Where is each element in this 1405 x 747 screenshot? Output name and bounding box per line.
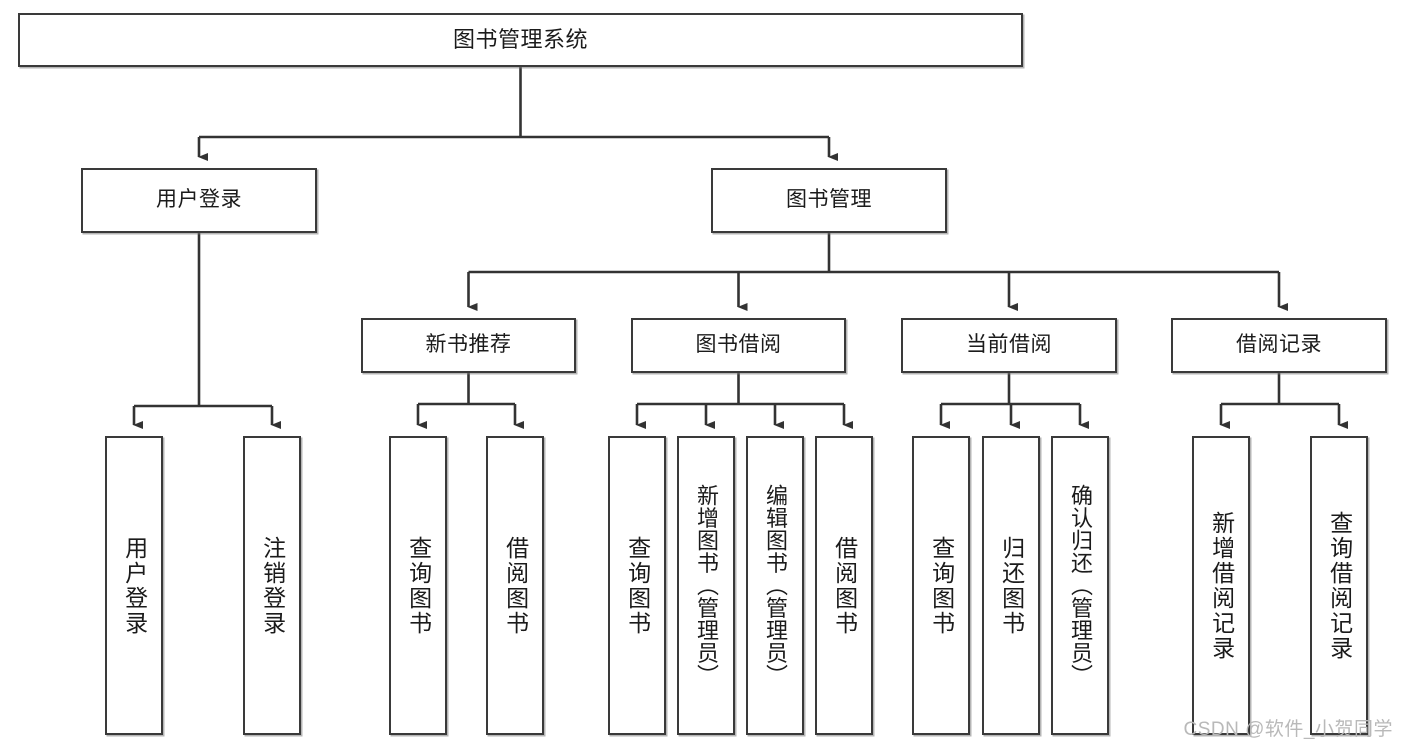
node-label-leaf-return-book: 归还图书 bbox=[998, 535, 1025, 636]
node-root-system[interactable]: 图书管理系统 bbox=[18, 13, 1023, 67]
node-user-login[interactable]: 用户登录 bbox=[81, 168, 317, 233]
node-book-management[interactable]: 图书管理 bbox=[711, 168, 947, 233]
node-book-borrow[interactable]: 图书借阅 bbox=[631, 318, 846, 373]
node-label-current-borrow: 当前借阅 bbox=[966, 333, 1052, 357]
node-label-leaf-edit-book-admin: 编辑图书（管理员） bbox=[762, 484, 788, 687]
node-label-new-book-recommend: 新书推荐 bbox=[425, 333, 512, 357]
node-leaf-edit-book-admin[interactable]: 编辑图书（管理员） bbox=[746, 436, 804, 735]
node-borrow-record[interactable]: 借阅记录 bbox=[1171, 318, 1387, 373]
node-label-leaf-user-login: 用户登录 bbox=[121, 535, 148, 636]
node-leaf-logout-login[interactable]: 注销登录 bbox=[243, 436, 301, 735]
node-label-leaf-logout-login: 注销登录 bbox=[259, 535, 286, 636]
node-label-borrow-record: 借阅记录 bbox=[1236, 333, 1322, 357]
node-label-leaf-query-book-current: 查询图书 bbox=[928, 535, 955, 636]
node-label-leaf-borrow-book: 借阅图书 bbox=[831, 535, 858, 636]
node-leaf-borrow-book[interactable]: 借阅图书 bbox=[815, 436, 873, 735]
node-label-root: 图书管理系统 bbox=[452, 27, 588, 53]
node-current-borrow[interactable]: 当前借阅 bbox=[901, 318, 1117, 373]
node-leaf-borrow-book-rec[interactable]: 借阅图书 bbox=[486, 436, 544, 735]
csdn-watermark: CSDN @软件_小贺同学 bbox=[1183, 719, 1393, 740]
node-leaf-confirm-return[interactable]: 确认归还（管理员） bbox=[1051, 436, 1109, 735]
node-label-leaf-query-borrow-record: 查询借阅记录 bbox=[1326, 510, 1353, 661]
node-label-leaf-confirm-return: 确认归还（管理员） bbox=[1067, 484, 1093, 687]
node-label-leaf-add-borrow-record: 新增借阅记录 bbox=[1208, 510, 1235, 661]
node-leaf-return-book[interactable]: 归还图书 bbox=[982, 436, 1040, 735]
node-leaf-user-login[interactable]: 用户登录 bbox=[105, 436, 163, 735]
node-leaf-query-borrow-record[interactable]: 查询借阅记录 bbox=[1310, 436, 1368, 735]
node-label-book-borrow: 图书借阅 bbox=[695, 333, 782, 357]
node-label-leaf-add-book-admin: 新增图书（管理员） bbox=[693, 484, 719, 687]
node-label-user-login: 用户登录 bbox=[156, 188, 242, 212]
node-new-book-recommend[interactable]: 新书推荐 bbox=[361, 318, 576, 373]
node-label-leaf-query-book-borrow: 查询图书 bbox=[624, 535, 651, 636]
node-label-book-management: 图书管理 bbox=[786, 188, 872, 212]
node-leaf-add-borrow-record[interactable]: 新增借阅记录 bbox=[1192, 436, 1250, 735]
node-label-leaf-query-book-rec: 查询图书 bbox=[405, 535, 432, 636]
node-leaf-query-book-current[interactable]: 查询图书 bbox=[912, 436, 970, 735]
node-leaf-add-book-admin[interactable]: 新增图书（管理员） bbox=[677, 436, 735, 735]
node-leaf-query-book-rec[interactable]: 查询图书 bbox=[389, 436, 447, 735]
node-leaf-query-book-borrow[interactable]: 查询图书 bbox=[608, 436, 666, 735]
node-label-leaf-borrow-book-rec: 借阅图书 bbox=[502, 535, 529, 636]
